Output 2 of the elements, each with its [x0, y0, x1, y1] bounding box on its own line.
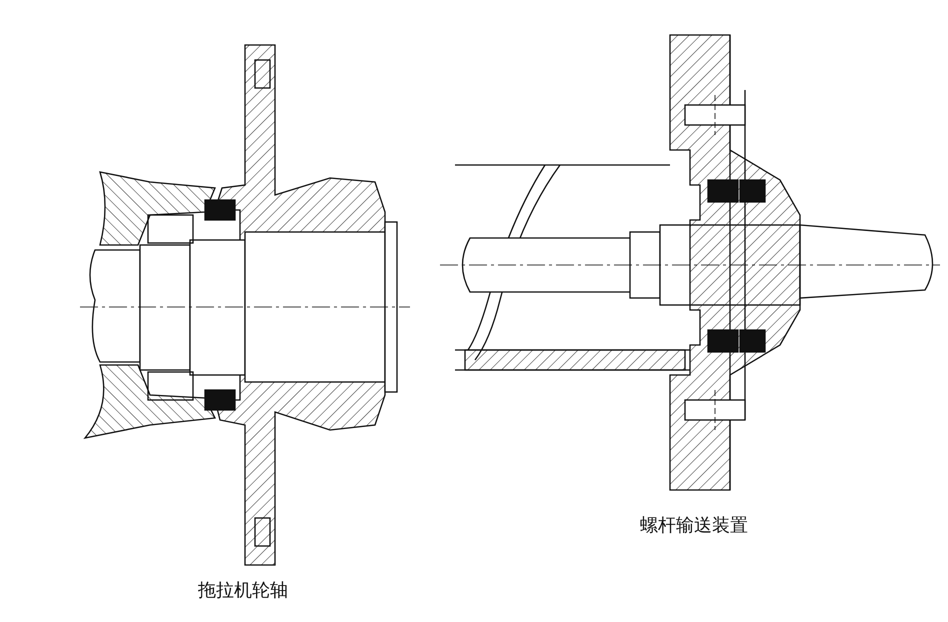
drawing-caption: 拖拉机轮轴 [198, 579, 288, 602]
drawing-caption: 螺杆输送装置 [640, 514, 748, 537]
